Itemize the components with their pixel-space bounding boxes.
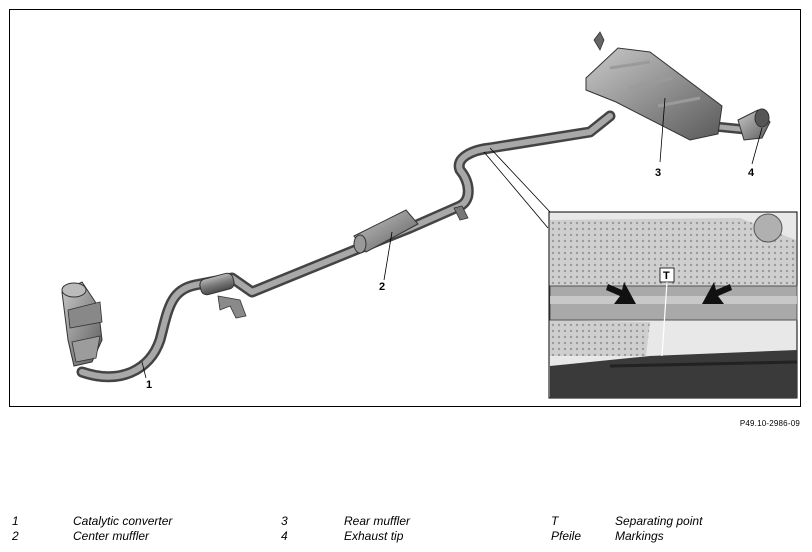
center-muffler [353, 209, 419, 254]
legend-key: 1 [12, 514, 19, 528]
legend-label: Markings [615, 529, 664, 543]
legend-label: Exhaust tip [344, 529, 404, 543]
marking-arrow-right [702, 282, 732, 304]
legend-key: 4 [281, 529, 288, 543]
marking-arrow-left [606, 282, 636, 304]
catalytic-converter [61, 281, 103, 367]
exhaust-tip [737, 108, 771, 141]
rear-muffler [585, 31, 723, 141]
callout-2: 2 [379, 281, 385, 293]
leader-lines [141, 97, 763, 379]
legend-label: Center muffler [73, 529, 150, 543]
heat-shield [550, 218, 796, 292]
callout-1: 1 [146, 379, 152, 391]
legend-label: Separating point [615, 514, 703, 528]
muffler-hanger [593, 31, 605, 51]
separating-point-detail-inset [548, 211, 798, 399]
legend-label: Catalytic converter [73, 514, 173, 528]
callout-3: 3 [655, 167, 661, 179]
callout-4: 4 [748, 167, 755, 179]
callout-t: T [663, 270, 670, 282]
legend-key: Pfeile [551, 529, 582, 543]
exhaust-illustration: 1 2 3 4 T [61, 31, 798, 399]
figure-reference-code: P49.10-2986-09 [739, 419, 800, 428]
hanger-bracket [453, 205, 469, 221]
legend-key: T [551, 514, 559, 528]
heat-shield-lower [550, 320, 650, 356]
flex-joint [199, 272, 247, 319]
legend-key: 2 [12, 529, 19, 543]
exhaust-system-diagram: 1 2 3 4 T [9, 9, 801, 407]
legend-key: 3 [281, 514, 288, 528]
legend-label: Rear muffler [344, 514, 411, 528]
